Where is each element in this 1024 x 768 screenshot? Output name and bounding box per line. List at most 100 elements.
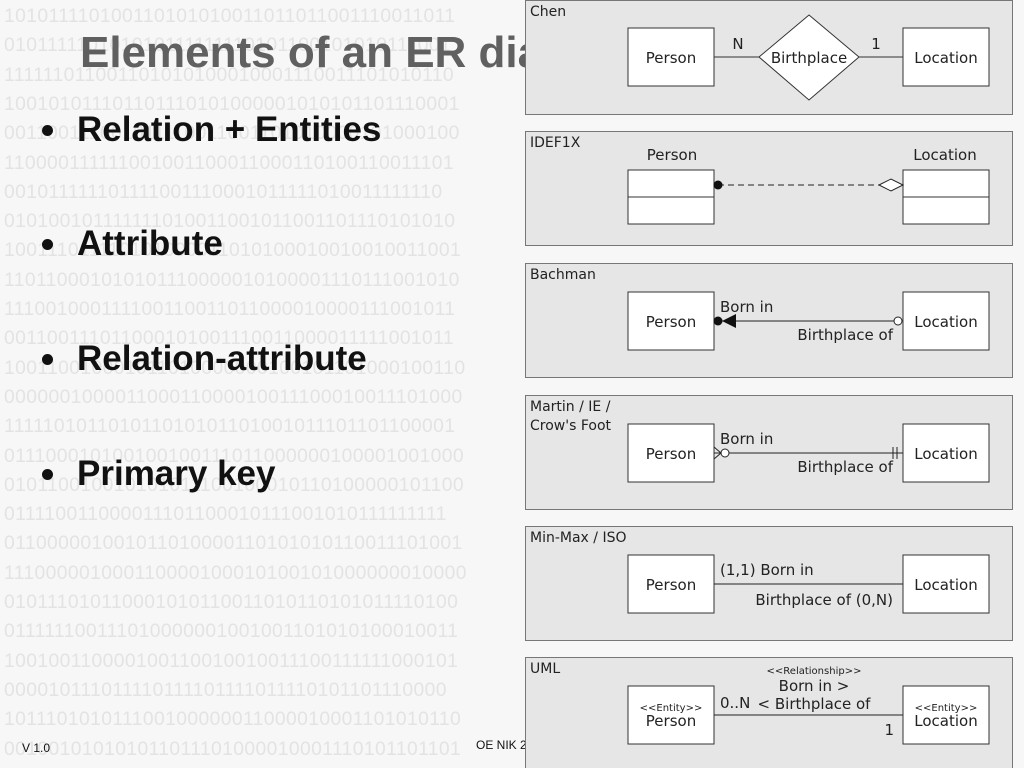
binary-text-line: 0000001000011000110000100111000100111010… (4, 386, 463, 408)
entity-box-location (902, 685, 990, 745)
binary-text-line: 0101100100101010111001000101101000001011… (4, 474, 465, 496)
entity-box-person (627, 291, 715, 351)
uml-notation-panel: UML <<Entity>> Person <<Entity>> Locatio… (525, 657, 1013, 768)
entity-label-location: Location (914, 445, 977, 463)
bullet-text: Attribute (77, 224, 223, 263)
chen-diagram: Person Location Birthplace N 1 (627, 14, 990, 101)
bachman-diagram: Person Location Born in Birthplace of (627, 291, 990, 351)
cardinality-left: 0..N (720, 694, 750, 712)
binary-text-line: 0101110101100010101100110101101010111101… (4, 592, 459, 613)
filled-dot-icon (713, 316, 723, 326)
binary-text-line: 1001110111101010000110101000100100100110… (4, 240, 462, 262)
relationship-label-bottom: Birthplace of (797, 458, 893, 476)
cardinality-right: 1 (871, 35, 881, 53)
notation-name: Bachman (530, 267, 596, 283)
binary-text-line: 0101001011111110100110010110011011101010… (4, 211, 456, 233)
entity-label-location: Location (914, 712, 977, 730)
double-bar-icon (892, 447, 898, 459)
binary-text-line: 0011001110010111100110011010100001010001… (4, 123, 460, 145)
entity-label-person: Person (646, 712, 696, 730)
cardinality-left: N (732, 35, 743, 53)
bullet-item: Attribute (42, 224, 223, 264)
entity-box-person (627, 685, 715, 745)
binary-text-line: 0010111111011110011100010111110100111111… (4, 181, 443, 203)
binary-text-line: 1001100100010110100000001001011010001001… (4, 357, 466, 379)
entity-stereotype-location: <<Entity>> (915, 703, 978, 714)
filled-dot-icon (713, 180, 723, 190)
footer-version: V 1.0 (22, 741, 51, 755)
entity-label-location: Location (913, 146, 976, 164)
cardinality-right: 1 (884, 721, 894, 739)
bullet-dot-icon (42, 238, 53, 250)
binary-text-line: 0111100110000111011000101110010101111111… (4, 504, 447, 526)
crows-foot-diagram: Person Location Born in Birthplace of (627, 423, 990, 483)
entity-box-person (627, 423, 715, 483)
binary-text-line: 0101111101010101111111101011001010101110… (4, 35, 452, 57)
entity-label-location: Location (914, 313, 977, 331)
entity-box-location (902, 291, 990, 351)
footer-center: OE NIK 2 (476, 738, 527, 752)
crows-foot-notation-panel: Martin / IE / Crow's Foot Person Locatio… (525, 395, 1013, 510)
binary-text-line: 1100001111110010011000110001101001100111… (4, 152, 454, 174)
bullet-item: Relation-attribute (42, 339, 367, 379)
entity-box-person (627, 27, 715, 87)
notation-name: IDEF1X (530, 135, 581, 151)
notation-name-line: Crow's Foot (530, 418, 612, 434)
notation-name: Chen (530, 4, 567, 20)
bullet-item: Primary key (42, 454, 275, 494)
entity-box-location (902, 554, 990, 614)
relationship-label-top: Born in (720, 430, 773, 448)
binary-text-line: 0111000101001001001110110000001000010010… (4, 445, 465, 467)
binary-text-line: 0010010101010110111010000100011101011011… (4, 738, 462, 760)
binary-text-line: 1110000010001100001000101001010000000100… (4, 562, 467, 584)
idef1x-diagram: Person Location (627, 146, 990, 225)
crows-foot-icon (713, 446, 722, 460)
binary-text-line: 1110010001111001100110110000100001110010… (4, 299, 456, 320)
binary-text-line: 0110000010010110100001101010101100111010… (4, 533, 463, 555)
bullet-text: Relation-attribute (77, 339, 367, 378)
relationship-label-bottom: Birthplace of (0,N) (755, 591, 893, 609)
bullet-dot-icon (42, 468, 53, 480)
binary-text-line: 1011101010111001000000110000100011010101… (4, 709, 462, 731)
relationship-label-bottom: Birthplace of (797, 326, 893, 344)
notation-name: Min-Max / ISO (530, 530, 627, 546)
entity-box-location (902, 423, 990, 483)
entity-label-person: Person (647, 146, 697, 164)
entity-label-location: Location (914, 576, 977, 594)
arrowhead-icon (722, 314, 736, 328)
binary-text-line: 1010111101001101010100110110110011100110… (4, 6, 456, 27)
notation-name: Martin / IE / Crow's Foot (530, 398, 611, 436)
entity-box-person (627, 554, 715, 614)
entity-box-location (902, 27, 990, 87)
bachman-notation-panel: Bachman Person Location Born in Birthpla… (525, 263, 1013, 378)
bullet-text: Primary key (77, 454, 276, 493)
notation-name-line: Martin / IE / (530, 399, 611, 415)
binary-text-line: 1101100010101011100000101000011101110010… (4, 269, 460, 291)
min-max-diagram: Person Location (1,1) Born in Birthplace… (627, 554, 990, 614)
relationship-label-top: Born in (720, 298, 773, 316)
entity-label-location: Location (914, 49, 977, 67)
relationship-label: Birthplace (771, 49, 847, 67)
entity-label-person: Person (646, 49, 696, 67)
bullet-dot-icon (42, 353, 53, 365)
binary-text-line: 0000101110111101111011110111101011011100… (4, 679, 447, 701)
slide-title: Elements of an ER dia (80, 28, 543, 77)
binary-text-line: 1001001100001001100100100111001111110001… (4, 650, 459, 672)
binary-text-line: 0011001110110001010011100110000111110010… (4, 328, 454, 350)
binary-text-line: 1001010111011011101010000010101011011100… (4, 93, 460, 115)
chen-notation-panel: Chen Person Location Birthplace N 1 (525, 0, 1013, 115)
binary-text-line: 1111110110011010101000100011100111010101… (4, 64, 454, 86)
relationship-diamond (758, 14, 860, 101)
relationship-label-bottom: < Birthplace of (758, 695, 872, 713)
entity-label-person: Person (646, 313, 696, 331)
binary-text-line: 1111101011010110101011010010111011011000… (4, 416, 456, 438)
idef1x-notation-panel: IDEF1X Person Location (525, 131, 1013, 246)
hollow-circle-icon (720, 448, 730, 458)
bullet-item: Relation + Entities (42, 110, 381, 150)
relationship-stereotype: <<Relationship>> (767, 666, 862, 677)
relationship-label-top: (1,1) Born in (720, 561, 814, 579)
notation-name: UML (530, 661, 561, 677)
uml-diagram: <<Entity>> Person <<Entity>> Location <<… (627, 666, 990, 745)
